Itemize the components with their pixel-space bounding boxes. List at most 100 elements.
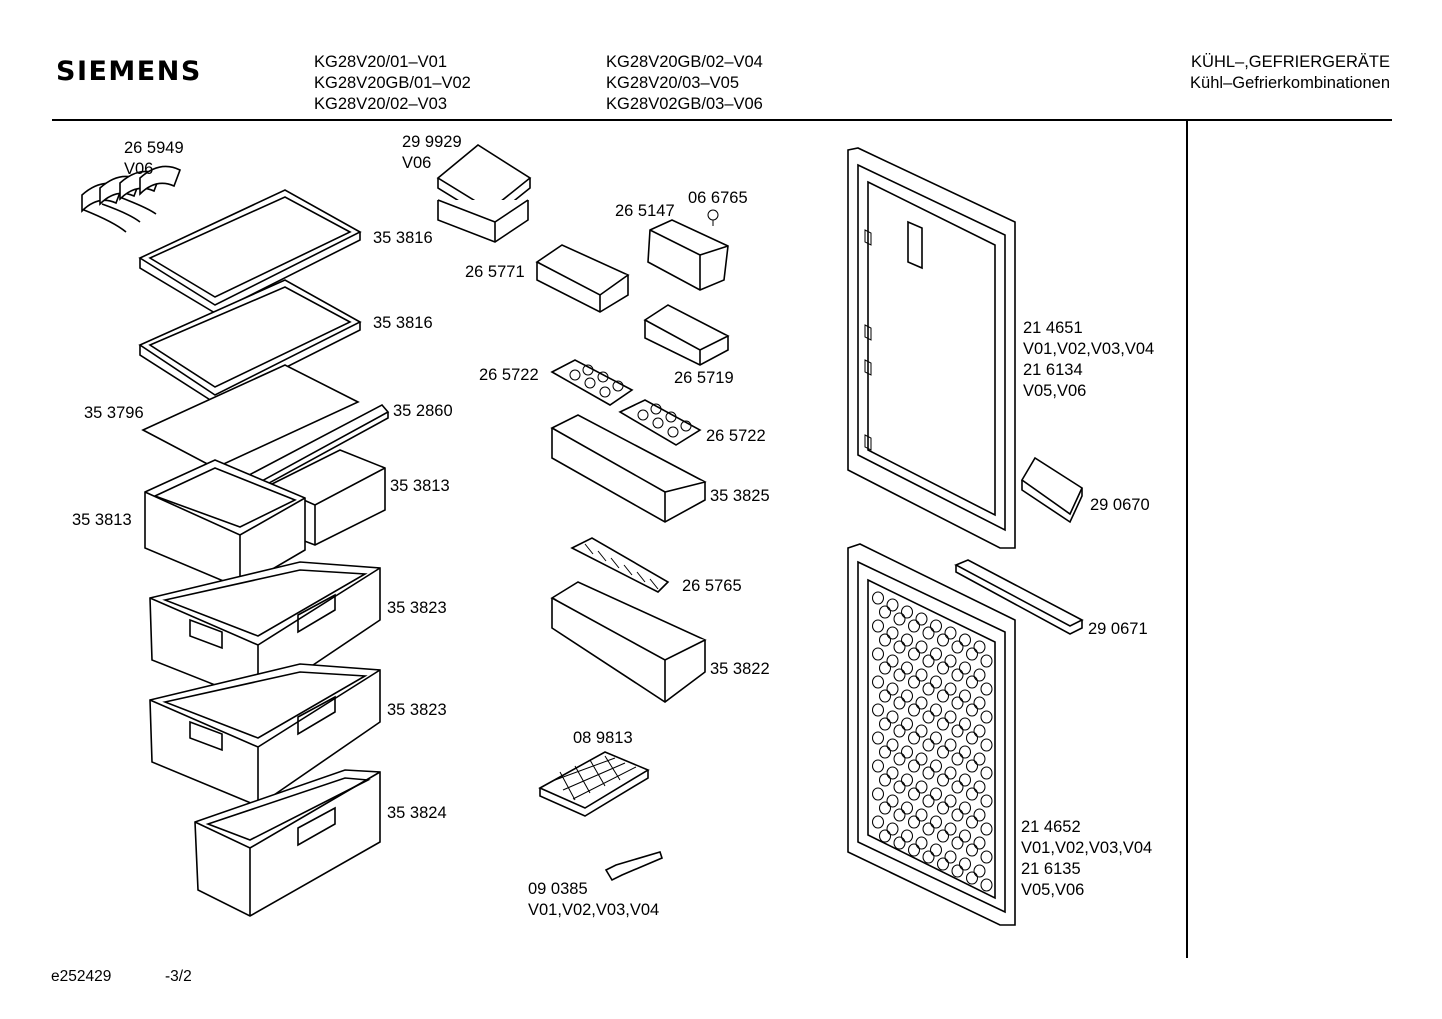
door-dimple [872,647,884,661]
door-dimple [966,703,978,717]
door-dimple [973,864,986,878]
door-dimple [980,822,993,836]
door-dimple [951,668,964,682]
door-dimple [937,829,949,843]
door-dimple [980,710,993,724]
part-number: 21 6135 [1021,860,1081,878]
model-number: KG28V20GB/01–V02 [314,74,471,92]
part-label: 35 3822 [710,659,770,680]
door-dimple [937,773,949,787]
model-list-column-2: KG28V20GB/02–V04 KG28V20/03–V05 KG28V02G… [606,52,763,115]
part-number: 29 0671 [1088,620,1148,638]
ice-cube-tray [538,751,650,817]
door-dimple [879,689,891,703]
door-dimple [901,745,913,759]
door-dimple [879,745,891,759]
part-label: 35 3816 [373,313,433,334]
door-dimple [959,829,971,843]
door-dimple [901,717,913,731]
door-dimple [930,675,942,689]
door-dimple [966,731,978,745]
part-number: 35 3816 [373,229,433,247]
dairy-compartment-lid [647,219,729,291]
door-tray-medium [643,304,730,366]
ice-scraper [604,851,663,882]
door-dimple [980,738,993,752]
screw [707,209,719,226]
door-dimple [893,780,906,794]
part-label: 35 3813 [390,476,450,497]
door-dimple [966,787,978,801]
part-number: 35 3816 [373,314,433,332]
part-label: 35 3796 [84,403,144,424]
part-number: 35 3824 [387,804,447,822]
part-label: 35 2860 [393,401,453,422]
door-dimple [973,724,986,738]
door-dimple [915,668,928,682]
part-number: 08 9813 [573,729,633,747]
door-dimple [959,857,971,871]
part-label: 26 5147 [615,201,675,222]
door-dimple [872,591,884,605]
door-dimple [951,696,964,710]
door-dimple [886,598,899,612]
part-number: 26 5719 [674,369,734,387]
door-dimple [980,766,993,780]
door-dimple [908,815,920,829]
egg-tray-upper [550,359,634,406]
door-dimple [959,717,971,731]
door-dimple [966,843,978,857]
drawing-number: e252429 [51,968,112,985]
door-dimple [930,647,942,661]
part-label: 35 3823 [387,700,447,721]
model-number: KG28V20/03–V05 [606,74,740,92]
door-dimple [951,864,964,878]
door-dimple [922,710,935,724]
door-dimple [973,640,986,654]
door-dimple [944,850,957,864]
door-dimple [872,815,884,829]
door-dimple [930,759,942,773]
door-dimple [922,794,935,808]
door-dimple [973,780,986,794]
door-dimple [937,857,949,871]
part-number: 35 3823 [387,599,447,617]
part-number: 26 5722 [706,427,766,445]
door-dimple [922,682,935,696]
door-dimple [973,696,986,710]
door-dimple [951,640,964,654]
crisper-box-left [144,459,306,589]
part-number: 35 3813 [390,477,450,495]
part-variant: V01,V02,V03,V04 [1021,839,1153,857]
part-number: 35 3823 [387,701,447,719]
door-dimple [908,675,920,689]
door-dimple [886,822,899,836]
product-category: KÜHL–,GEFRIERGERÄTE Kühl–Gefrierkombinat… [1190,52,1390,94]
part-number: 35 3822 [710,660,770,678]
part-label: 35 3825 [710,486,770,507]
door-dimple [922,850,935,864]
door-dimple [980,654,993,668]
door-dimple [901,661,913,675]
door-dimple [886,682,899,696]
door-dimple [973,752,986,766]
door-dimple [872,787,884,801]
door-dimple [893,724,906,738]
shelf-clip-set [81,165,182,233]
door-dimple [886,654,899,668]
part-number: 21 4651 [1023,319,1083,337]
model-number: KG28V20GB/02–V04 [606,53,763,71]
door-dimple [872,675,884,689]
door-dimple [959,661,971,675]
door-dimple [930,731,942,745]
door-dimple [937,633,949,647]
part-label: 08 9813 [573,728,633,749]
door-dimple [879,801,891,815]
door-dimple [937,745,949,759]
door-dimple [908,731,920,745]
door-dimple [951,752,964,766]
door-dimple [879,829,891,843]
part-number: 26 5147 [615,202,675,220]
part-number: 21 6134 [1023,361,1083,379]
door-dimple [980,850,993,864]
